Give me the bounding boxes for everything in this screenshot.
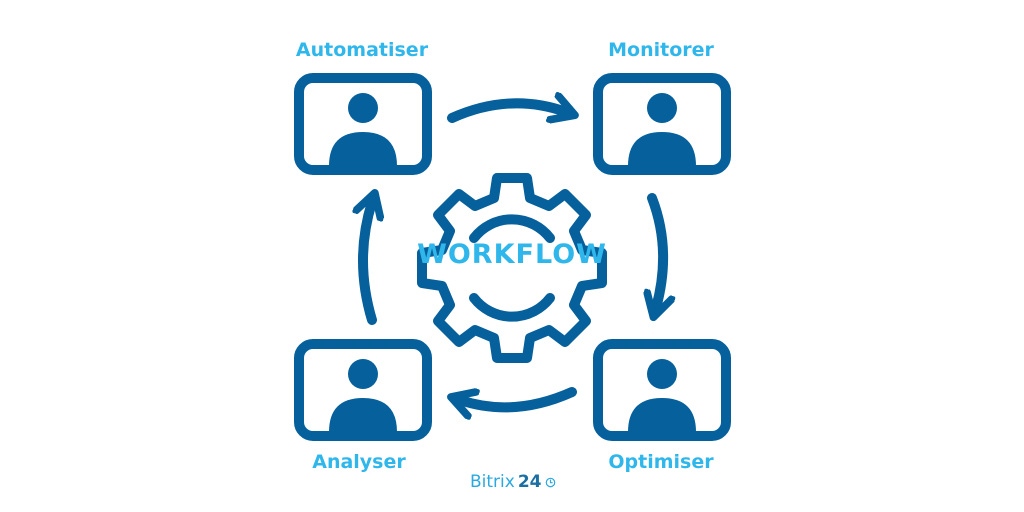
brand-number: 24 (517, 472, 542, 492)
arrow-icon (447, 103, 566, 118)
arrow-icon (460, 387, 577, 407)
step-label-optimiser: Optimiser (608, 451, 714, 473)
arrow-icon (363, 202, 372, 325)
card-optimiser (598, 344, 726, 436)
gear-icon (417, 173, 607, 363)
center-title: WORKFLOW (417, 239, 607, 270)
card-analyser (299, 344, 427, 436)
card-automatiser (299, 78, 427, 170)
step-label-automatiser: Automatiser (295, 39, 429, 61)
card-monitorer (598, 78, 726, 170)
arrow-icon (652, 193, 663, 308)
step-label-analyser: Analyser (312, 451, 406, 473)
brand-name: Bitrix (470, 472, 515, 492)
clock-icon (545, 477, 555, 487)
step-label-monitorer: Monitorer (608, 39, 714, 61)
